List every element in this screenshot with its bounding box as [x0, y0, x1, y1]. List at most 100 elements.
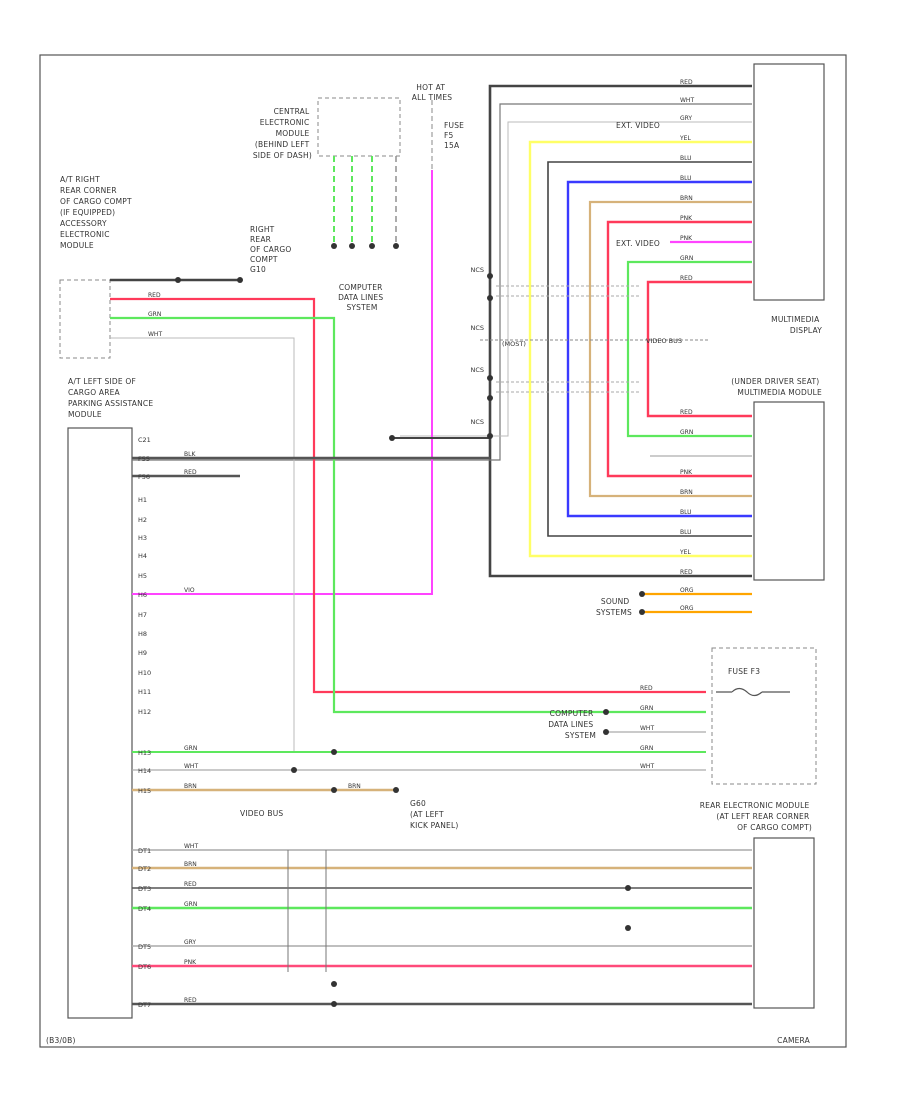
- wire-label: ORG: [680, 605, 694, 612]
- wire-red-main: [110, 297, 706, 694]
- pin: H1: [138, 496, 147, 504]
- wire-label: RED: [680, 409, 693, 416]
- wire-yellow: [528, 140, 752, 558]
- accessory-module-box: [59, 279, 111, 359]
- wire-label: GRN: [640, 705, 653, 712]
- parking-module-box: [67, 427, 133, 1019]
- dot: [639, 609, 645, 615]
- accessory-module-label: A/T RIGHT REAR CORNER OF CARGO COMPT (IF…: [60, 175, 134, 250]
- dot: [487, 273, 493, 279]
- ncs-4: NCS: [470, 418, 484, 426]
- wire-blue: [566, 180, 752, 518]
- wire-violet: [132, 170, 433, 595]
- dot: [291, 767, 297, 773]
- wire-label: BRN: [184, 783, 197, 790]
- multimedia-display-label: MULTIMEDIA DISPLAY: [771, 315, 822, 335]
- ground-label: G60 (AT LEFT KICK PANEL): [410, 799, 459, 830]
- wire-label: RED: [184, 997, 197, 1004]
- wire-red-3: [646, 280, 752, 418]
- right-rear-label: RIGHT REAR OF CARGO COMPT G10: [250, 225, 294, 274]
- wire-label: RED: [680, 275, 693, 282]
- footer-left: (B3/0B): [46, 1036, 76, 1045]
- dot: [603, 729, 609, 735]
- wire-label: BLU: [680, 509, 692, 516]
- ncs-1: NCS: [470, 266, 484, 274]
- pin: F56: [138, 473, 150, 481]
- pin: H11: [138, 688, 151, 696]
- sound-systems-label: SOUND SYSTEMS: [596, 597, 632, 617]
- wire-label: GRN: [640, 745, 653, 752]
- multimedia-module-box: [753, 401, 825, 581]
- parking-module-label: A/T LEFT SIDE OF CARGO AREA PARKING ASSI…: [68, 377, 156, 419]
- wire-label: WHT: [680, 97, 694, 104]
- wire-label: WHT: [148, 331, 162, 338]
- wire-label: RED: [184, 881, 197, 888]
- pin: F55: [138, 455, 150, 463]
- pin: H10: [138, 669, 151, 677]
- wire-white-inner: [400, 121, 752, 437]
- dot: [487, 375, 493, 381]
- camera-pins: DT1 DT2 DT3 DT4 DT5 DT6 DT7: [138, 847, 151, 1009]
- wire-label: RED: [184, 469, 197, 476]
- dot: [487, 395, 493, 401]
- pin: H7: [138, 611, 147, 619]
- wire-labels-right-top: RED WHT GRY YEL BLU BLU BRN PNK PNK GRN …: [679, 79, 694, 282]
- wire-label: GRY: [680, 115, 692, 122]
- dot: [331, 1001, 337, 1007]
- wire-label: GRN: [148, 311, 161, 318]
- pin: H6: [138, 591, 147, 599]
- pin: DT3: [138, 885, 151, 893]
- pin: H5: [138, 572, 147, 580]
- multimedia-module-label: (UNDER DRIVER SEAT) MULTIMEDIA MODULE: [731, 377, 822, 397]
- wire-label: BRN: [348, 783, 361, 790]
- wire-label: YEL: [679, 135, 691, 142]
- wire-label: GRN: [680, 429, 693, 436]
- wire-red-2: [606, 220, 752, 478]
- central-module-label: CENTRAL ELECTRONIC MODULE (BEHIND LEFT S…: [253, 107, 312, 160]
- ncs-3: NCS: [470, 366, 484, 374]
- cdl-bottom-label: COMPUTER DATA LINES SYSTEM: [548, 709, 596, 740]
- wire-green-2: [626, 260, 752, 438]
- pin: DT7: [138, 1001, 151, 1009]
- pin: DT5: [138, 943, 151, 951]
- wire-gray-inner: [132, 103, 752, 461]
- dot: [349, 243, 355, 249]
- wire-label: WHT: [640, 763, 654, 770]
- cdl-top-label: COMPUTER DATA LINES SYSTEM: [338, 283, 386, 312]
- most-bus-label: VIDEO BUS: [646, 337, 682, 345]
- pin: C21: [138, 436, 151, 444]
- pin: H4: [138, 552, 147, 560]
- pin: H13: [138, 749, 151, 757]
- dot: [389, 435, 395, 441]
- dot: [331, 787, 337, 793]
- wire-label: PNK: [680, 469, 693, 476]
- wire-label: PNK: [680, 235, 693, 242]
- pin: H9: [138, 649, 147, 657]
- wire-label: BLK: [184, 451, 196, 458]
- wire-label: RED: [680, 79, 693, 86]
- ext-video-b: EXT. VIDEO: [616, 239, 660, 248]
- dot: [369, 243, 375, 249]
- hot-at-label: HOT AT ALL TIMES: [412, 83, 452, 102]
- pin: H8: [138, 630, 147, 638]
- pin: H3: [138, 534, 147, 542]
- central-module-box: [317, 97, 401, 157]
- wire-labels-left: RED GRN WHT BLK RED VIO GRN WHT BRN BRN: [148, 292, 361, 790]
- dot: [175, 277, 181, 283]
- diagram-frame: [39, 54, 847, 1048]
- pin: DT1: [138, 847, 151, 855]
- wire-label: RED: [680, 569, 693, 576]
- wire-black-2: [547, 161, 752, 537]
- rear-module-label: REAR ELECTRONIC MODULE (AT LEFT REAR COR…: [700, 801, 812, 832]
- dot: [237, 277, 243, 283]
- wire-labels-right-mid: RED GRN PNK BRN BLU BLU YEL RED ORG ORG: [679, 409, 694, 612]
- wire-label: BRN: [680, 489, 693, 496]
- wire-label: RED: [148, 292, 161, 299]
- pin: DT2: [138, 865, 151, 873]
- pin: H12: [138, 708, 151, 716]
- wire-label: GRN: [184, 901, 197, 908]
- wire-white-acc: [110, 337, 295, 752]
- pin: H14: [138, 767, 151, 775]
- wire-label: WHT: [640, 725, 654, 732]
